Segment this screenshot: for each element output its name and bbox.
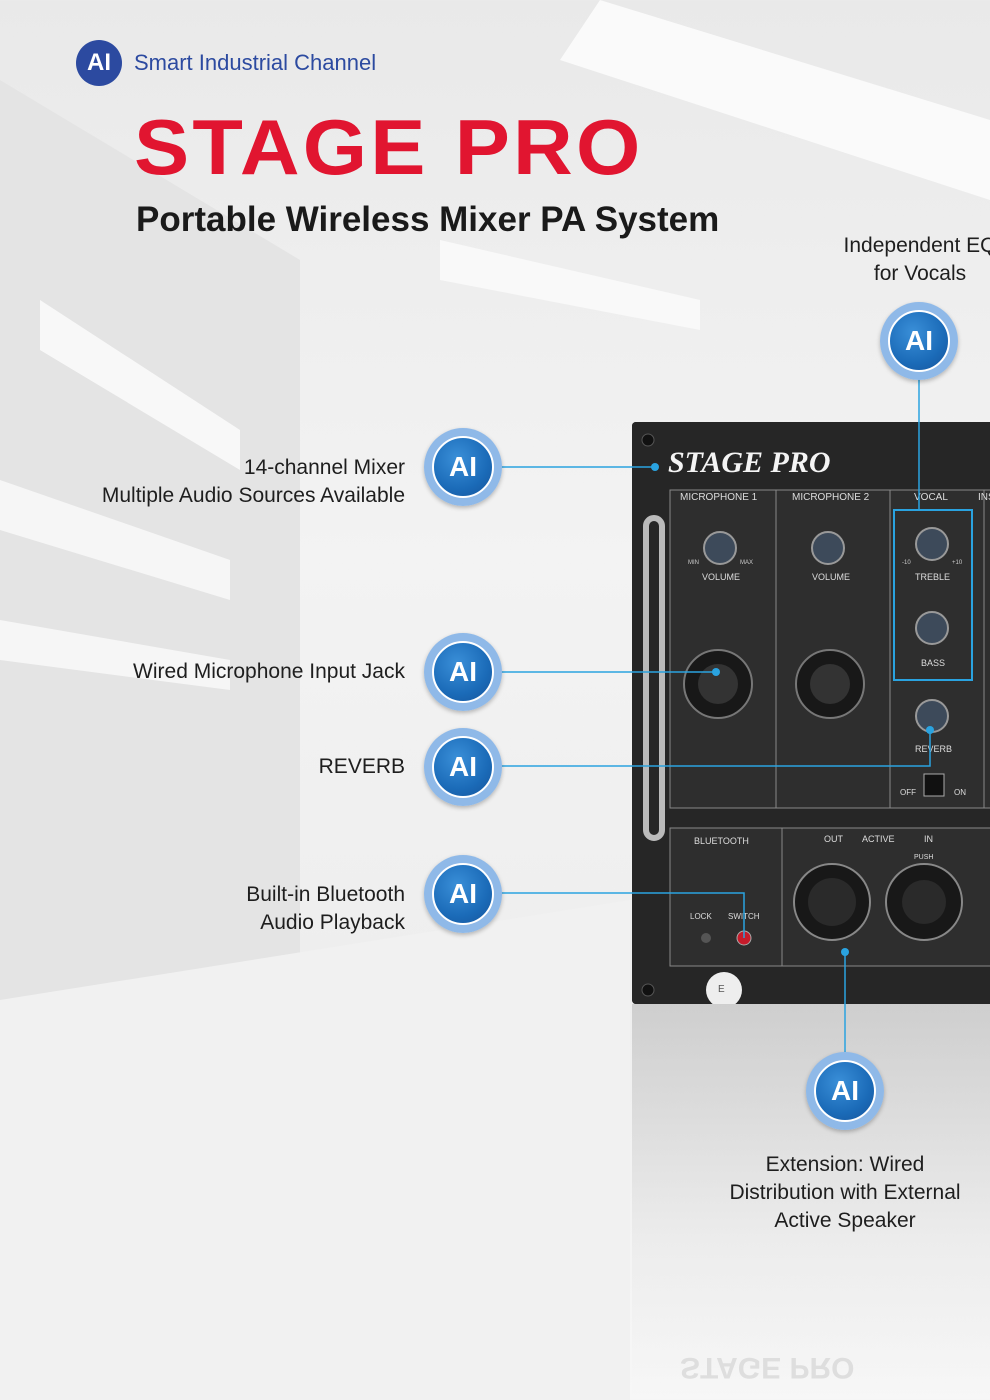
active-label: ACTIVE xyxy=(862,834,895,844)
page-title: STAGE PRO xyxy=(134,103,644,191)
ai-badge-reverb[interactable]: AI xyxy=(424,728,502,806)
ai-icon: AI xyxy=(432,863,494,925)
plus10-label: +10 xyxy=(952,560,963,566)
mic2-label: MICROPHONE 2 xyxy=(792,492,870,503)
lock-label: LOCK xyxy=(690,912,712,921)
panel-e-label: E xyxy=(718,984,725,995)
push-label: PUSH xyxy=(914,854,934,861)
feature-mic-jack-label: Wired Microphone Input Jack xyxy=(133,660,405,683)
ai-icon: AI xyxy=(814,1060,876,1122)
ai-logo-icon: AI xyxy=(76,40,122,86)
mic1-label: MICROPHONE 1 xyxy=(680,492,758,503)
ai-badge-bluetooth[interactable]: AI xyxy=(424,855,502,933)
in-label: IN xyxy=(924,834,933,844)
panel-logo: STAGE PRO xyxy=(668,446,831,479)
mixer-panel: STAGE PRO MICROPHONE 1 MICROPHONE 2 VOCA… xyxy=(632,422,990,1004)
feature-mixer-line1: 14-channel Mixer xyxy=(243,456,405,479)
minus10-label: -10 xyxy=(902,560,911,566)
feature-eq-line2: for Vocals xyxy=(873,262,967,285)
mixer-panel-illustration xyxy=(632,422,990,1004)
feature-extension-label: Extension: Wired Distribution with Exter… xyxy=(700,1151,990,1235)
treble-label: TREBLE xyxy=(915,572,951,582)
bass-label: BASS xyxy=(921,658,946,668)
brand-name: Smart Industrial Channel xyxy=(134,50,377,75)
feature-bluetooth-line1: Built-in Bluetooth xyxy=(246,883,405,906)
feature-bluetooth-label: Built-in Bluetooth Audio Playback xyxy=(20,881,405,937)
feature-reverb-label: REVERB xyxy=(318,755,405,778)
reverb-panel-label: REVERB xyxy=(915,744,953,754)
switch-label: SWITCH xyxy=(728,912,760,921)
bluetooth-panel-label: BLUETOOTH xyxy=(694,836,749,846)
feature-mixer-line2: Multiple Audio Sources Available xyxy=(101,484,405,507)
vocal-label: VOCAL xyxy=(914,492,948,503)
feature-eq-label: Independent EQ for Vocals xyxy=(830,232,990,288)
ins-label: INS xyxy=(978,492,990,503)
ai-icon: AI xyxy=(432,736,494,798)
ai-badge-mixer[interactable]: AI xyxy=(424,428,502,506)
off-label: OFF xyxy=(900,788,916,797)
ai-badge-extension[interactable]: AI xyxy=(806,1052,884,1130)
min-label: MIN xyxy=(688,560,699,566)
feature-bluetooth-line2: Audio Playback xyxy=(260,911,405,934)
volume2-label: VOLUME xyxy=(812,572,851,582)
ai-badge-eq[interactable]: AI xyxy=(880,302,958,380)
on-label: ON xyxy=(954,788,966,797)
feature-extension-line1: Extension: Wired xyxy=(765,1153,925,1176)
feature-mixer-label: 14-channel Mixer Multiple Audio Sources … xyxy=(20,454,405,510)
ai-icon: AI xyxy=(432,641,494,703)
max-label: MAX xyxy=(740,560,754,566)
out-label: OUT xyxy=(824,834,843,844)
ai-icon: AI xyxy=(432,436,494,498)
feature-eq-line1: Independent EQ xyxy=(843,234,990,257)
ai-badge-mic-jack[interactable]: AI xyxy=(424,633,502,711)
reflection-logo: STAGE PRO xyxy=(680,1351,855,1384)
ai-icon: AI xyxy=(888,310,950,372)
feature-extension-line3: Active Speaker xyxy=(774,1209,916,1232)
brand: AI Smart Industrial Channel xyxy=(76,40,376,86)
page-subtitle: Portable Wireless Mixer PA System xyxy=(136,200,720,239)
feature-extension-line2: Distribution with External xyxy=(729,1181,961,1204)
volume1-label: VOLUME xyxy=(702,572,741,582)
